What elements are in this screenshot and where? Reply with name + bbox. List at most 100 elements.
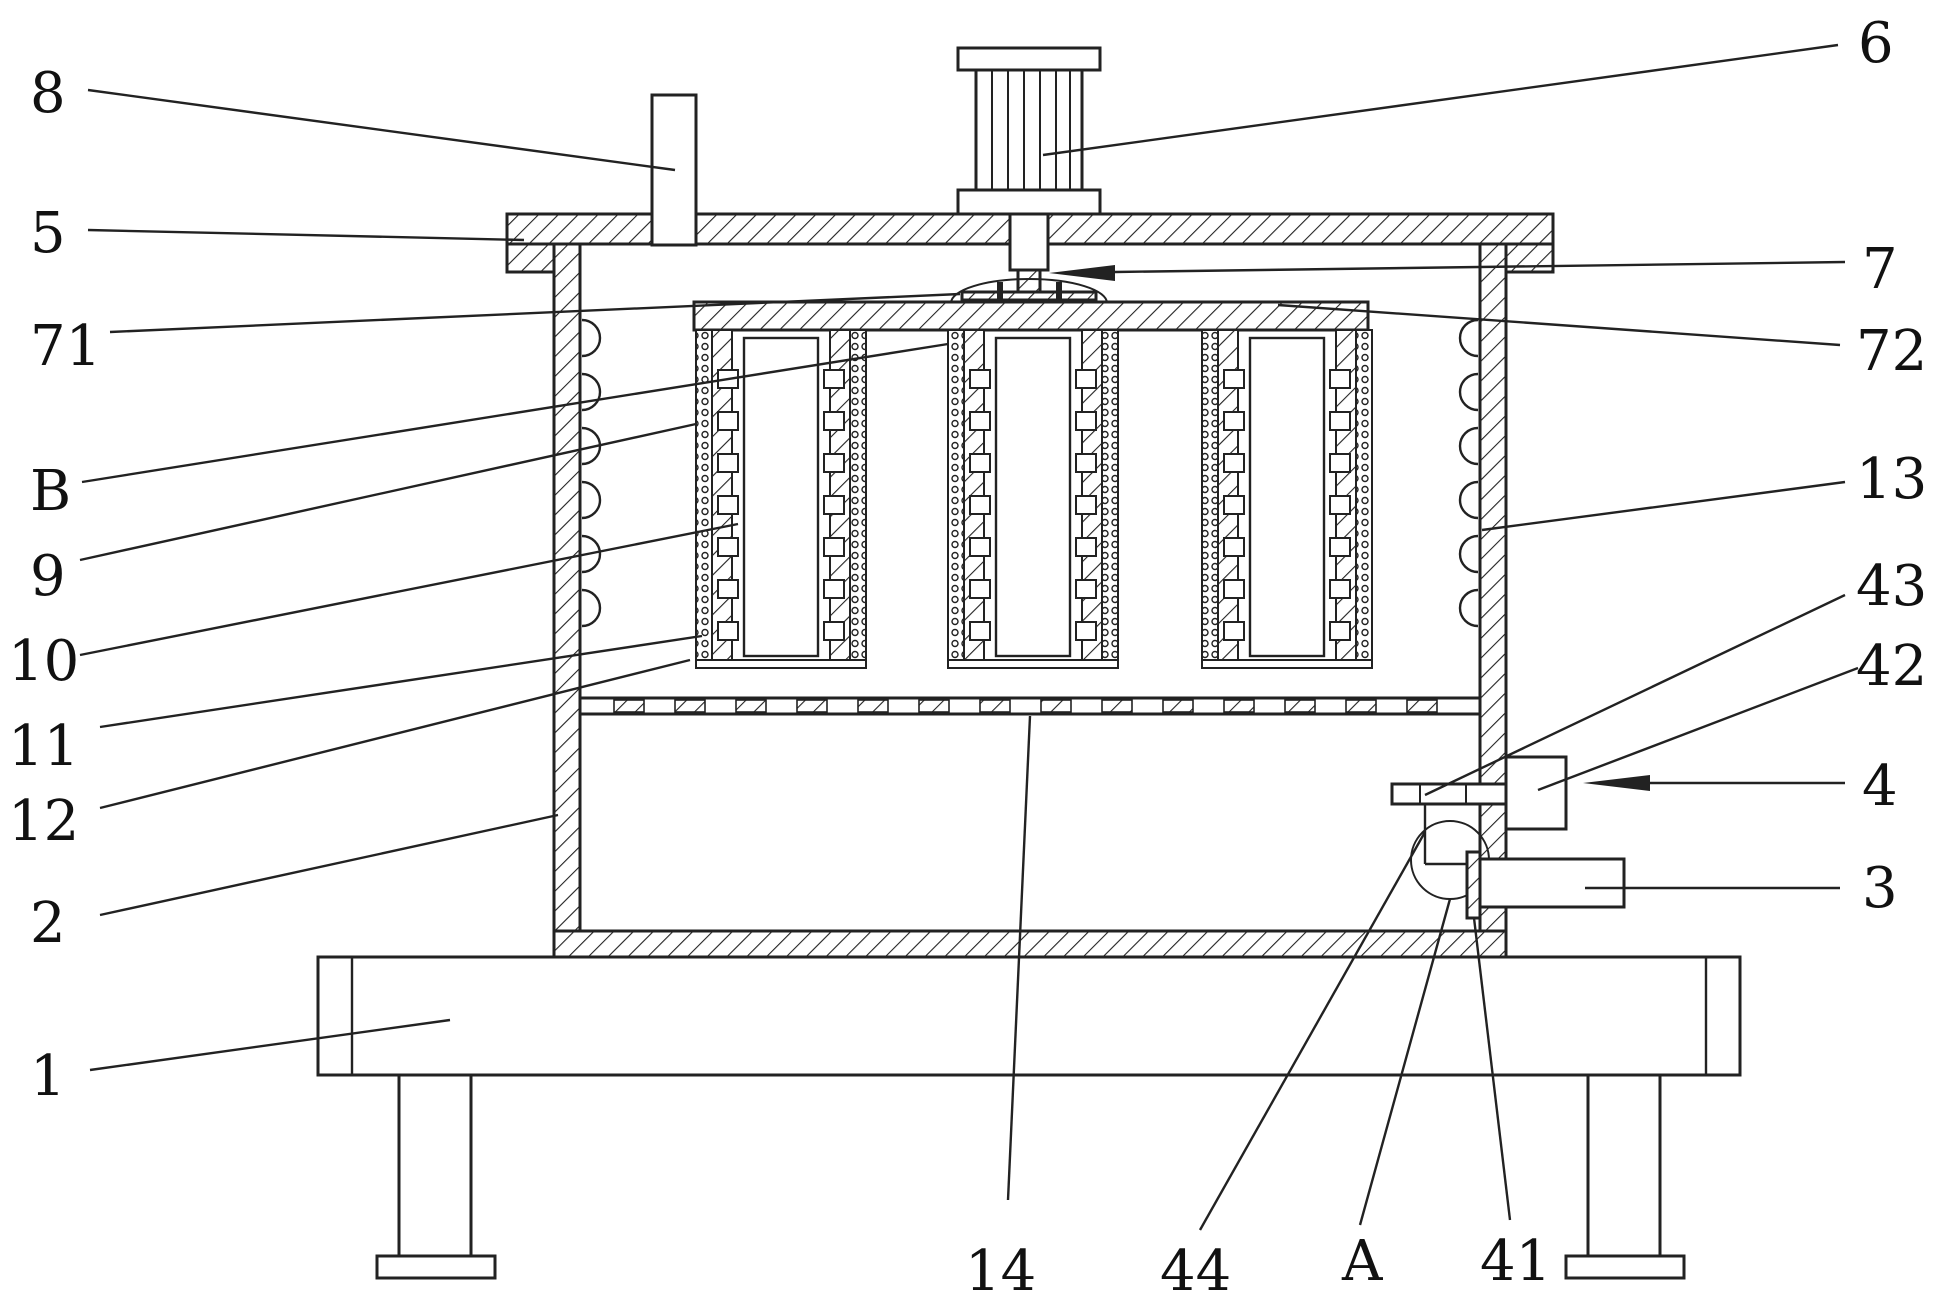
label-8: 8 bbox=[30, 61, 66, 126]
heater-coil-loop bbox=[1458, 534, 1479, 574]
label-1: 1 bbox=[30, 1044, 66, 1109]
heater-coil-loop bbox=[581, 588, 602, 628]
filter-base bbox=[1201, 659, 1373, 669]
mesh-layer-left bbox=[947, 329, 965, 667]
label-7: 7 bbox=[1862, 237, 1898, 302]
spacer-block bbox=[1329, 495, 1351, 515]
label-72: 72 bbox=[1856, 319, 1927, 384]
base-table bbox=[316, 955, 1742, 1077]
filter-cartridges bbox=[695, 329, 1373, 669]
plate-segment bbox=[1223, 699, 1255, 713]
label-6: 6 bbox=[1858, 11, 1894, 76]
label-44: 44 bbox=[1160, 1239, 1231, 1304]
plate-segment bbox=[1284, 699, 1316, 713]
filter-cartridge bbox=[695, 329, 867, 669]
plate-segment bbox=[1040, 699, 1072, 713]
label-9: 9 bbox=[30, 544, 66, 609]
spacer-block bbox=[823, 621, 845, 641]
plate-segment bbox=[1406, 699, 1438, 713]
heater-coil-loop bbox=[1458, 426, 1479, 466]
spacer-block bbox=[1329, 579, 1351, 599]
spacer-block bbox=[1329, 369, 1351, 389]
label-3: 3 bbox=[1862, 856, 1898, 921]
spacer-block bbox=[717, 453, 739, 473]
label-14: 14 bbox=[965, 1239, 1036, 1304]
plate-segment bbox=[918, 699, 950, 713]
spacer-block bbox=[1223, 579, 1245, 599]
spacer-block bbox=[1075, 495, 1097, 515]
spacer-block bbox=[969, 411, 991, 431]
label-42: 42 bbox=[1856, 634, 1927, 699]
filter-base bbox=[947, 659, 1119, 669]
label-13: 13 bbox=[1856, 447, 1927, 512]
plate-segment bbox=[857, 699, 889, 713]
filter-core bbox=[1248, 336, 1326, 658]
plate-segment bbox=[735, 699, 767, 713]
plate-segment bbox=[1345, 699, 1377, 713]
spacer-block bbox=[717, 495, 739, 515]
spacer-block bbox=[1223, 495, 1245, 515]
heater-coil-loop bbox=[1458, 588, 1479, 628]
label-12: 12 bbox=[8, 789, 79, 854]
spacer-block bbox=[823, 369, 845, 389]
spacer-block bbox=[1223, 537, 1245, 557]
plate-segment bbox=[613, 699, 645, 713]
heater-coil-loop bbox=[581, 534, 602, 574]
spacer-block bbox=[1075, 537, 1097, 557]
mesh-layer-right bbox=[1101, 329, 1119, 667]
label-11: 11 bbox=[8, 714, 79, 779]
spacer-block bbox=[1329, 621, 1351, 641]
mesh-layer-left bbox=[1201, 329, 1219, 667]
heater-coil-loop bbox=[1458, 318, 1479, 358]
spacer-block bbox=[1329, 537, 1351, 557]
heater-coils-left bbox=[581, 318, 602, 628]
spacer-block bbox=[823, 453, 845, 473]
heater-coil-loop bbox=[581, 480, 602, 520]
spacer-block bbox=[969, 621, 991, 641]
spacer-block bbox=[1223, 621, 1245, 641]
reference-labels: 8 5 71 B 9 10 11 12 2 1 6 7 72 13 43 42 … bbox=[8, 11, 1927, 1304]
heater-coil-loop bbox=[1458, 480, 1479, 520]
plate-segment bbox=[979, 699, 1011, 713]
spacer-block bbox=[1075, 411, 1097, 431]
spacer-block bbox=[823, 495, 845, 515]
rotating-frame bbox=[692, 300, 1370, 332]
label-4: 4 bbox=[1862, 754, 1898, 819]
label-2: 2 bbox=[30, 891, 66, 956]
mesh-layer-right bbox=[1355, 329, 1373, 667]
filter-cartridge bbox=[947, 329, 1119, 669]
spacer-block bbox=[969, 495, 991, 515]
spacer-block bbox=[969, 369, 991, 389]
plate-segment bbox=[796, 699, 828, 713]
spacer-block bbox=[969, 453, 991, 473]
spacer-block bbox=[1223, 453, 1245, 473]
heater-coil-loop bbox=[581, 372, 602, 412]
spacer-block bbox=[969, 537, 991, 557]
table-leg-right bbox=[1564, 1073, 1686, 1280]
label-71: 71 bbox=[30, 314, 101, 379]
motor bbox=[956, 46, 1102, 216]
spacer-block bbox=[717, 621, 739, 641]
valve-assembly bbox=[1390, 755, 1568, 920]
mesh-layer-left bbox=[695, 329, 713, 667]
spacer-block bbox=[823, 579, 845, 599]
mesh-layer-right bbox=[849, 329, 867, 667]
filter-base bbox=[695, 659, 867, 669]
spacer-block bbox=[717, 537, 739, 557]
spacer-block bbox=[823, 537, 845, 557]
label-41: 41 bbox=[1480, 1229, 1551, 1294]
spacer-block bbox=[1329, 411, 1351, 431]
heater-coil-loop bbox=[1458, 372, 1479, 412]
label-43: 43 bbox=[1856, 554, 1927, 619]
arrow-4 bbox=[1583, 775, 1650, 791]
label-A: A bbox=[1341, 1229, 1383, 1294]
spacer-block bbox=[1075, 579, 1097, 599]
table-leg-left bbox=[375, 1073, 497, 1280]
leader-lines bbox=[79, 43, 1859, 1231]
spacer-block bbox=[969, 579, 991, 599]
plate-segment bbox=[1162, 699, 1194, 713]
spacer-block bbox=[1329, 453, 1351, 473]
label-5: 5 bbox=[30, 201, 66, 266]
spacer-block bbox=[1075, 453, 1097, 473]
